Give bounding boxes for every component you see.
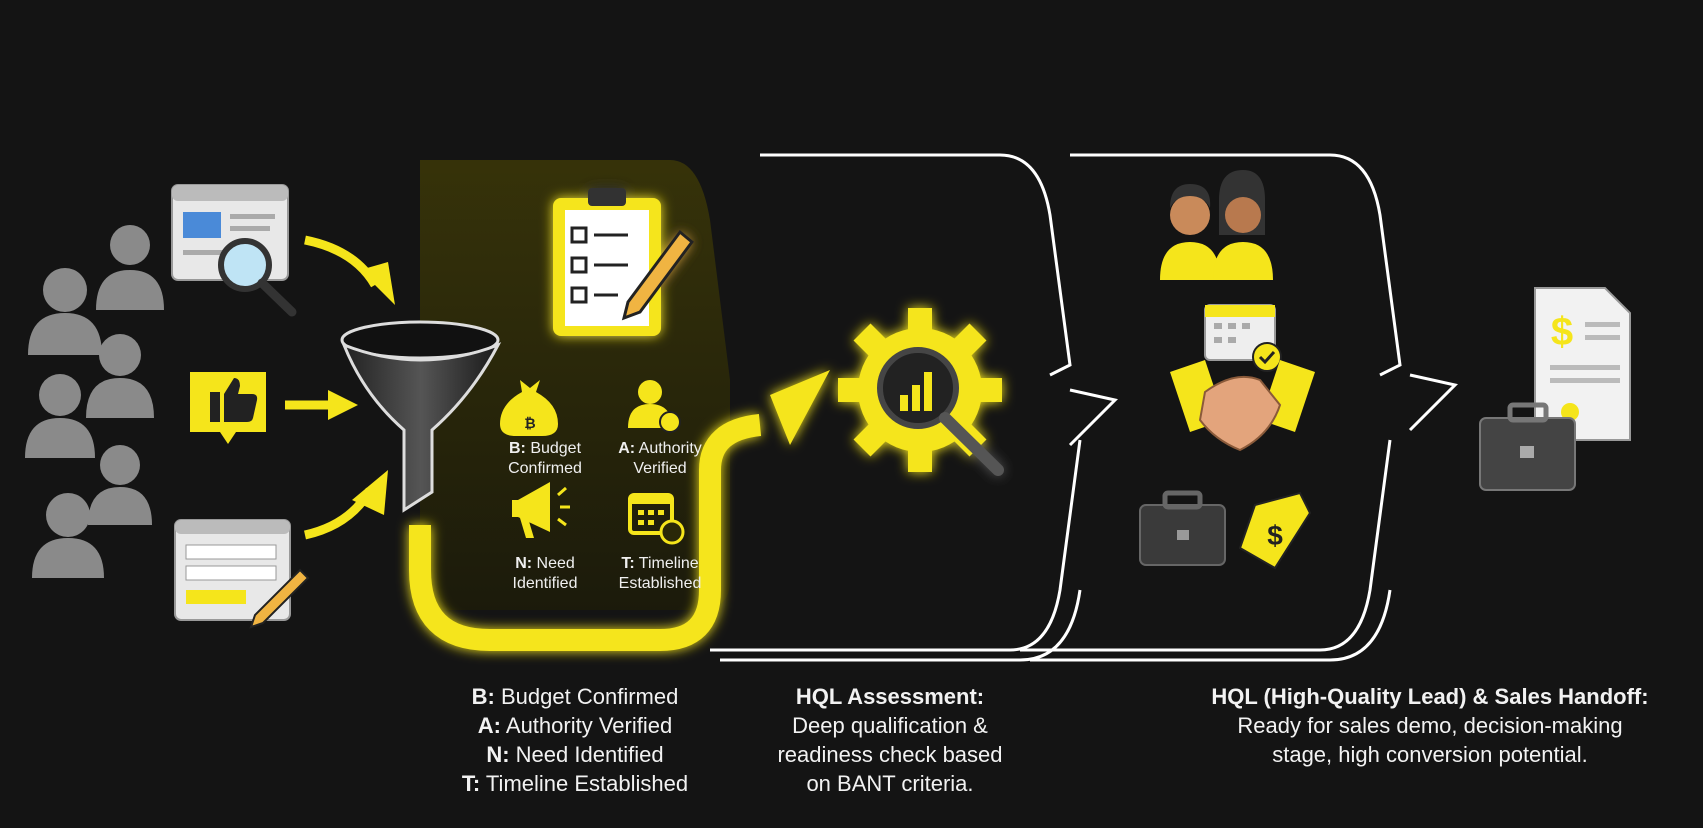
person-icon [25,374,95,458]
assessment-title: HQL Assessment: [795,684,985,709]
arrow-icon [770,370,830,445]
person-icon [28,268,102,355]
briefcase-icon [1139,490,1226,566]
svg-text:T: Timeline: T: Timeline [621,555,698,572]
svg-text:$: $ [1267,520,1283,551]
bant-item-need: N: Need Identified [512,482,577,592]
person-icon [86,334,154,418]
user-check-icon [628,380,681,433]
funnel-icon [340,320,502,513]
web-search-icon [171,184,297,317]
stage-chevron-assessment [710,153,1118,662]
input-arrows [285,235,395,540]
price-tag-icon: $ [1238,491,1312,570]
money-bag-icon [500,380,558,436]
stage-chevron-handoff [1020,153,1458,662]
sales-reps-icon [1160,170,1273,280]
svg-text:A: Authority: A: Authority [618,440,702,457]
svg-text:Identified: Identified [513,575,578,592]
form-icon [174,519,310,629]
svg-text:$: $ [1551,310,1573,354]
person-icon [96,225,164,310]
bant-item-authority: A: Authority Verified [618,380,702,477]
handoff-title: HQL (High-Quality Lead) & Sales Handoff: [1211,684,1649,709]
contract-document-icon: $ [1534,287,1631,441]
briefcase-final-icon [1479,402,1576,491]
arrow-icon [304,235,379,288]
bant-caption: B: Budget Confirmed A: Authority Verifie… [461,684,689,796]
svg-text:Verified: Verified [633,460,686,477]
svg-text:Established: Established [619,575,702,592]
svg-text:N: Need: N: Need [515,555,575,572]
handoff-caption: HQL (High-Quality Lead) & Sales Handoff:… [1211,684,1649,767]
calendar-check-icon [1204,304,1282,372]
megaphone-icon [512,482,550,538]
calendar-clock-icon [628,493,685,545]
leads-crowd [25,225,164,578]
thumbs-up-icon [190,372,266,444]
svg-text:B: Budget: B: Budget [509,440,582,457]
bant-item-timeline: T: Timeline Established [619,493,702,592]
svg-text:₿: ₿ [524,415,535,431]
checklist-clipboard-icon [553,188,695,336]
bant-item-budget: ₿ B: Budget Confirmed [500,380,582,477]
qualification-path [409,414,762,651]
svg-text:Confirmed: Confirmed [508,460,582,477]
handshake-icon [1170,360,1315,452]
assessment-caption: HQL Assessment: Deep qualification & rea… [777,684,1003,796]
person-icon [32,493,104,578]
gear-analysis-icon [838,308,1004,476]
person-icon [88,445,152,525]
